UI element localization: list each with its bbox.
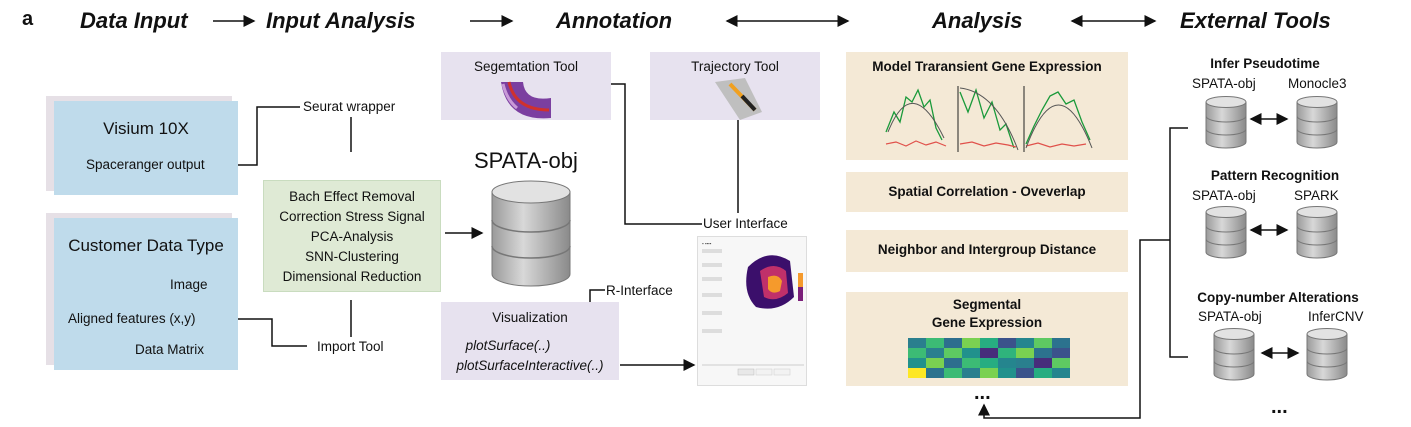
transient-expression-plot (885, 86, 1093, 152)
seg-to-ui-line (611, 83, 702, 225)
ext-group2-right: SPARK (1294, 188, 1339, 203)
customer-box: Customer Data Type (54, 218, 238, 370)
step-pca: PCA-Analysis (310, 229, 394, 244)
spata-database-icon (491, 180, 571, 287)
ui-control[interactable] (702, 249, 722, 253)
segmentation-tool-box[interactable]: Segemtation Tool (441, 52, 611, 120)
customer-title: Customer Data Type (68, 236, 224, 255)
customer-item-aligned: Aligned features (x,y) (68, 311, 196, 326)
ext-group1-left: SPATA-obj (1192, 76, 1256, 91)
ext-group2-title: Pattern Recognition (1210, 168, 1340, 183)
analysis-spatial-box: Spatial Correlation - Oveverlap (846, 172, 1128, 212)
trajectory-tool-label: Trajectory Tool (691, 59, 779, 74)
analysis-neighbor-box: Neighbor and Intergroup Distance (846, 230, 1128, 272)
import-tool-label: Import Tool (317, 339, 384, 354)
ext-group1-title: Infer Pseudotime (1210, 56, 1320, 71)
external-to-analysis-line (978, 239, 1170, 419)
analysis-spatial-label: Spatial Correlation - Oveverlap (888, 184, 1086, 199)
ext3-spata-database-icon (1213, 328, 1255, 381)
visium-title: Visium 10X (103, 119, 189, 138)
ext3-infercnv-database-icon (1306, 328, 1348, 381)
ext-group3-left: SPATA-obj (1198, 309, 1262, 324)
analysis-more-dots: ... (974, 382, 991, 404)
panel-letter: a (22, 8, 34, 30)
step-correction: Correction Stress Signal (279, 209, 425, 224)
header-annotation: Annotation (556, 8, 673, 33)
ext2-spata-database-icon (1205, 206, 1247, 259)
analysis-segmental-box: Segmental Gene Expression (846, 292, 1128, 386)
seurat-wrapper-label: Seurat wrapper (303, 99, 396, 114)
analysis-transient-label: Model Traransient Gene Expression (872, 59, 1102, 74)
analysis-transient-box: Model Traransient Gene Expression (846, 52, 1128, 160)
external-bracket (1169, 127, 1188, 358)
segmental-heatmap (908, 338, 1070, 378)
ui-control[interactable] (702, 311, 722, 315)
processing-steps-box: Bach Effect Removal Correction Stress Si… (263, 180, 441, 292)
visualization-title: Visualization (492, 310, 568, 325)
visium-box: Visium 10X (54, 101, 238, 195)
trajectory-tool-box[interactable]: Trajectory Tool (650, 52, 820, 120)
ext-group3-right: InferCNV (1308, 309, 1364, 324)
ui-control[interactable] (702, 263, 722, 267)
ext2-spark-database-icon (1296, 206, 1338, 259)
aligned-to-import-line (217, 318, 307, 347)
segmental-line1: Segmental (952, 297, 1022, 312)
header-data-input: Data Input (80, 8, 188, 33)
fn-plot-surface: plotSurface(..) (465, 338, 551, 353)
step-dimred: Dimensional Reduction (282, 269, 422, 284)
customer-item-matrix: Data Matrix (135, 342, 205, 357)
external-more-dots: ... (1271, 396, 1288, 418)
ext-group1-right: Monocle3 (1288, 76, 1347, 91)
step-snn: SNN-Clustering (305, 249, 399, 264)
segmentation-image (501, 81, 551, 119)
ui-control[interactable] (702, 293, 722, 297)
header-analysis: Analysis (932, 8, 1023, 33)
analysis-neighbor-label: Neighbor and Intergroup Distance (877, 242, 1097, 257)
ext1-monocle-database-icon (1296, 96, 1338, 149)
spata-obj-title: SPATA-obj (474, 148, 578, 173)
customer-item-image: Image (170, 277, 208, 292)
ui-control[interactable] (702, 277, 722, 281)
step-batch: Bach Effect Removal (289, 189, 415, 204)
ext-group3-title: Copy-number Alterations (1197, 290, 1359, 305)
trajectory-image (715, 78, 762, 120)
r-interface-label: R-Interface (606, 283, 673, 298)
ext-group2-left: SPATA-obj (1192, 188, 1256, 203)
segmentation-tool-label: Segemtation Tool (473, 59, 579, 74)
user-interface-preview[interactable]: ▪ ▪▪▪▪ (697, 236, 807, 386)
header-external-tools: External Tools (1180, 8, 1331, 33)
fn-plot-surface-interactive: plotSurfaceInteractive(..) (456, 358, 604, 373)
ui-control[interactable] (702, 329, 722, 333)
header-input-analysis: Input Analysis (266, 8, 416, 33)
ext1-spata-database-icon (1205, 96, 1247, 149)
ui-surface-plot (702, 255, 804, 376)
user-interface-label: User Interface (703, 216, 788, 231)
visium-item: Spaceranger output (86, 157, 205, 172)
visualization-box: Visualization plotSurface(..) plotSurfac… (441, 302, 619, 380)
segmental-line2: Gene Expression (931, 315, 1043, 330)
